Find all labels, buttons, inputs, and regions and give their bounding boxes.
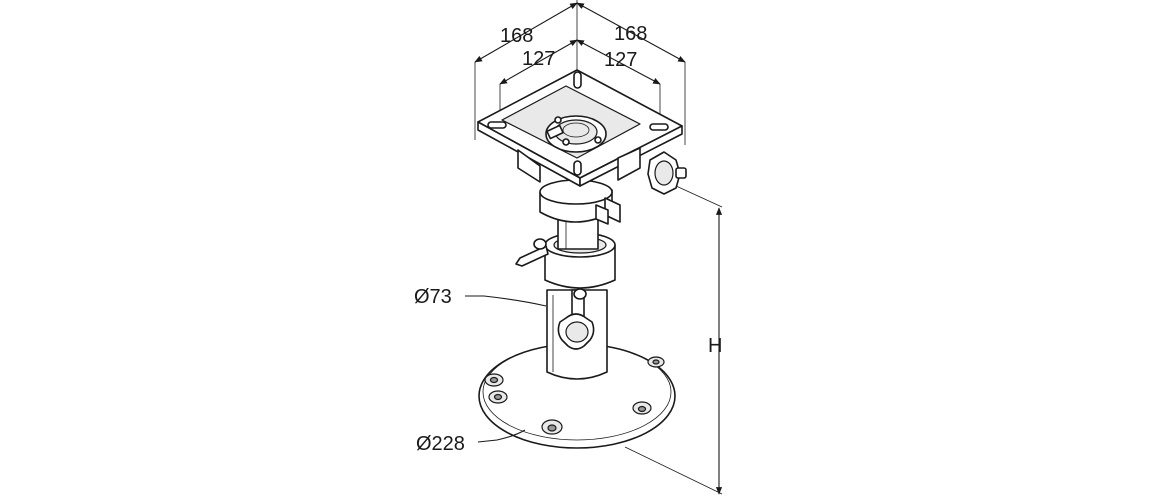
dim-127-left: 127	[522, 48, 555, 70]
swivel-housing	[539, 179, 621, 225]
dim-column-diameter: Ø73	[414, 286, 452, 308]
base-mounting-holes	[484, 356, 665, 435]
slot-right	[649, 123, 669, 131]
side-lock-knob	[647, 151, 687, 195]
dim-127-right: 127	[604, 49, 637, 71]
slot-top	[573, 71, 582, 89]
release-lever	[515, 238, 549, 267]
dim-168-right: 168	[614, 23, 647, 45]
star-knob	[557, 288, 595, 350]
slot-bottom	[573, 160, 582, 176]
dim-height: H	[708, 335, 722, 357]
dim-168-left: 168	[500, 25, 533, 47]
slot-left	[487, 121, 507, 129]
base-plate	[478, 343, 676, 449]
dim-base-diameter: Ø228	[416, 433, 465, 455]
leader-lines	[465, 295, 547, 443]
top-dimension-lines	[474, 0, 686, 145]
top-plate	[477, 69, 683, 187]
